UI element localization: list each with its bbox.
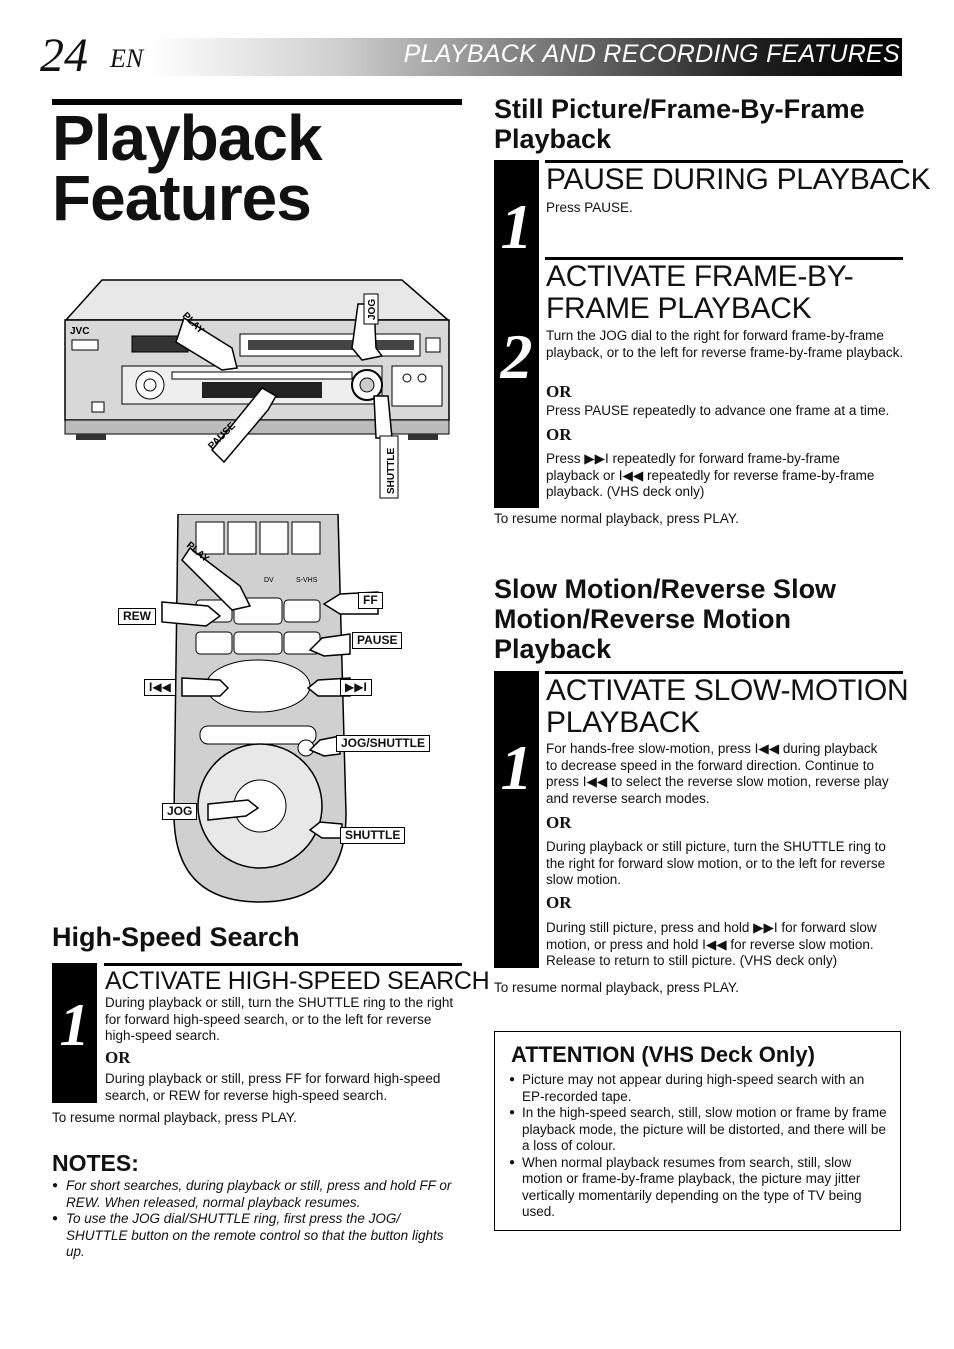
slow-text-2: During playback or still picture, turn t… xyxy=(546,839,886,887)
vcr-shuttle-label: SHUTTLE xyxy=(386,448,397,494)
notes-title: NOTES: xyxy=(52,1150,139,1176)
page-title-line1: Playback xyxy=(52,102,323,174)
slow-text-3: During still picture, press and hold ▶▶I… xyxy=(546,920,877,968)
page-number: 24 xyxy=(40,29,88,82)
attention-list: Picture may not appear during high-speed… xyxy=(509,1072,889,1221)
remote-rew-label: REW xyxy=(118,608,156,625)
header-bar xyxy=(150,38,902,76)
slow-step-rule xyxy=(545,671,903,674)
still-heading: Still Picture/Frame-By-Frame Playback xyxy=(494,94,865,154)
slow-resume: To resume normal playback, press PLAY. xyxy=(494,980,739,995)
still-step-2-title: ACTIVATE FRAME-BY- FRAME PLAYBACK xyxy=(546,260,854,325)
remote-jog-shuttle-label: JOG/SHUTTLE xyxy=(336,735,431,752)
high-speed-text-2: During playback or still, press FF for f… xyxy=(105,1071,441,1103)
still-step-1-title: PAUSE DURING PLAYBACK xyxy=(546,163,931,196)
vcr-illustration: JVC PLAY PAUSE JOG SHUTTLE xyxy=(64,279,451,499)
attention-box: ATTENTION (VHS Deck Only) Picture may no… xyxy=(494,1031,901,1231)
note-item: For short searches, during playback or s… xyxy=(52,1178,462,1211)
language-code: EN xyxy=(110,44,144,73)
remote-shuttle-label: SHUTTLE xyxy=(340,827,406,844)
page-title: Playback Features xyxy=(52,102,323,234)
notes-list: For short searches, during playback or s… xyxy=(52,1178,462,1261)
section-title: PLAYBACK AND RECORDING FEATURES xyxy=(403,40,900,68)
remote-svhs-label: S-VHS xyxy=(296,577,318,584)
high-speed-resume: To resume normal playback, press PLAY. xyxy=(52,1110,297,1125)
still-step-bar: 1 2 xyxy=(494,160,539,508)
attention-item: Picture may not appear during high-speed… xyxy=(509,1072,889,1105)
attention-item: When normal playback resumes from search… xyxy=(509,1155,889,1221)
remote-next-label: ▶▶I xyxy=(340,679,372,696)
still-step-2-number: 2 xyxy=(500,321,533,392)
high-speed-step-title: ACTIVATE HIGH-SPEED SEARCH xyxy=(105,967,490,995)
high-speed-step-number: 1 xyxy=(52,963,97,1103)
still-step-1-number: 1 xyxy=(500,191,533,262)
still-resume: To resume normal playback, press PLAY. xyxy=(494,511,739,526)
slow-heading: Slow Motion/Reverse Slow Motion/Reverse … xyxy=(494,574,837,664)
still-step-2-text-3: Press ▶▶I repeatedly for forward frame-b… xyxy=(546,451,875,499)
remote-jog-label: JOG xyxy=(162,803,198,820)
still-step-1-text: Press PAUSE. xyxy=(546,200,633,215)
still-step-2-rule xyxy=(545,257,903,260)
vcr-jog-label: JOG xyxy=(367,299,378,320)
still-or-2: OR xyxy=(546,425,572,444)
attention-title: ATTENTION (VHS Deck Only) xyxy=(511,1042,815,1067)
high-speed-heading: High-Speed Search xyxy=(52,922,300,952)
still-step-1-rule xyxy=(545,160,903,163)
page-title-line2: Features xyxy=(52,162,312,234)
vcr-brand: JVC xyxy=(70,326,89,337)
slow-text-1: For hands-free slow-motion, press I◀◀ du… xyxy=(546,741,889,806)
still-or-1: OR xyxy=(546,382,572,401)
high-speed-or: OR xyxy=(105,1048,131,1067)
slow-step-number: 1 xyxy=(494,671,539,968)
slow-step-title: ACTIVATE SLOW-MOTION PLAYBACK xyxy=(546,674,909,739)
remote-prev-label: I◀◀ xyxy=(144,679,176,696)
slow-or-1: OR xyxy=(546,813,572,832)
note-item: To use the JOG dial/SHUTTLE ring, first … xyxy=(52,1211,462,1261)
high-speed-step-rule xyxy=(104,963,462,966)
remote-dv-label: DV xyxy=(264,577,274,584)
still-step-2-text-1: Turn the JOG dial to the right for forwa… xyxy=(546,328,904,360)
remote-pause-label: PAUSE xyxy=(352,632,403,649)
high-speed-text-1: During playback or still, turn the SHUTT… xyxy=(105,995,454,1043)
remote-ff-label: FF xyxy=(358,592,383,609)
attention-item: In the high-speed search, still, slow mo… xyxy=(509,1105,889,1155)
still-step-2-text-2: Press PAUSE repeatedly to advance one fr… xyxy=(546,403,890,418)
remote-illustration: DV S-VHS PLAY xyxy=(161,514,379,903)
slow-or-2: OR xyxy=(546,893,572,912)
title-rule xyxy=(52,99,462,105)
